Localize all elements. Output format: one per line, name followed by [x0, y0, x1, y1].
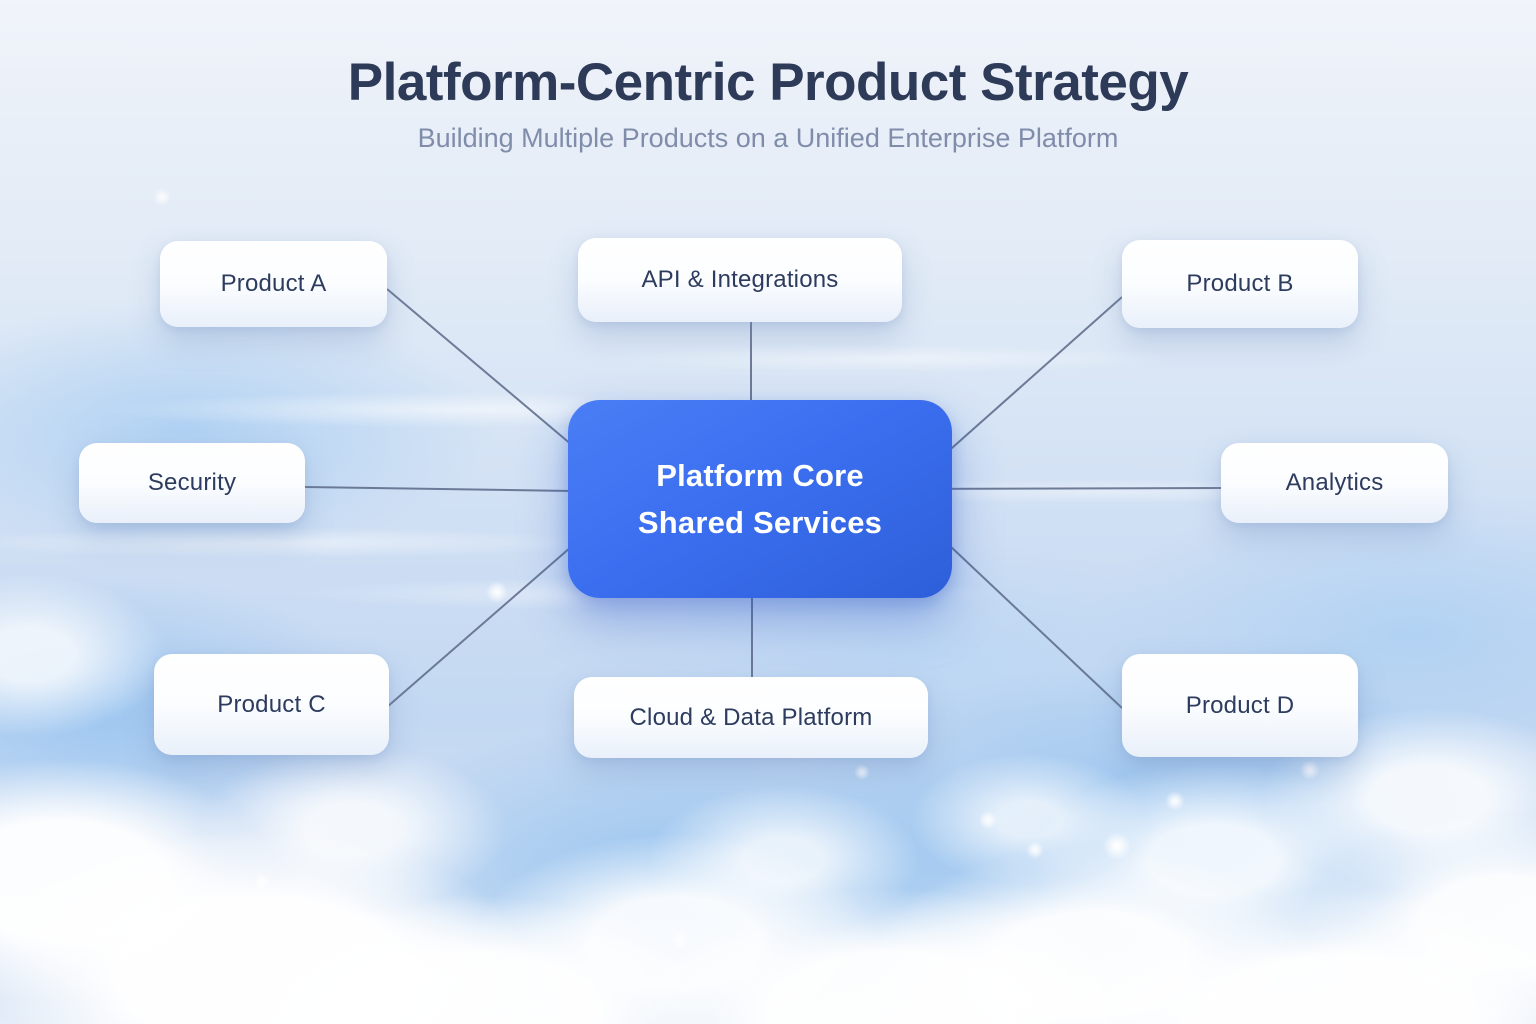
- page-title: Platform-Centric Product Strategy: [347, 53, 1189, 112]
- node-cloud-data-platform: Cloud & Data Platform: [574, 677, 928, 758]
- node-product-a: Product A: [160, 241, 387, 327]
- page-subtitle: Building Multiple Products on a Unified …: [417, 123, 1119, 153]
- node-analytics: Analytics: [1221, 443, 1448, 523]
- node-product-c: Product C: [154, 654, 389, 755]
- node-product-c-label: Product C: [217, 690, 326, 718]
- node-product-a-label: Product A: [220, 270, 327, 297]
- core-label-line2: Shared Services: [637, 505, 883, 540]
- node-cloud-data-platform-label: Cloud & Data Platform: [629, 703, 873, 731]
- node-product-b: Product B: [1122, 240, 1358, 328]
- node-product-b-label: Product B: [1186, 270, 1294, 297]
- core-node-platform-core: Platform Core Shared Services: [568, 400, 952, 598]
- node-security-label: Security: [147, 469, 237, 496]
- core-label-line1: Platform Core: [656, 458, 864, 493]
- node-api-integrations: API & Integrations: [578, 238, 902, 322]
- node-product-d: Product D: [1122, 654, 1358, 757]
- node-analytics-label: Analytics: [1285, 469, 1384, 496]
- node-security: Security: [79, 443, 305, 523]
- node-product-d-label: Product D: [1185, 691, 1295, 719]
- node-api-integrations-label: API & Integrations: [641, 266, 839, 293]
